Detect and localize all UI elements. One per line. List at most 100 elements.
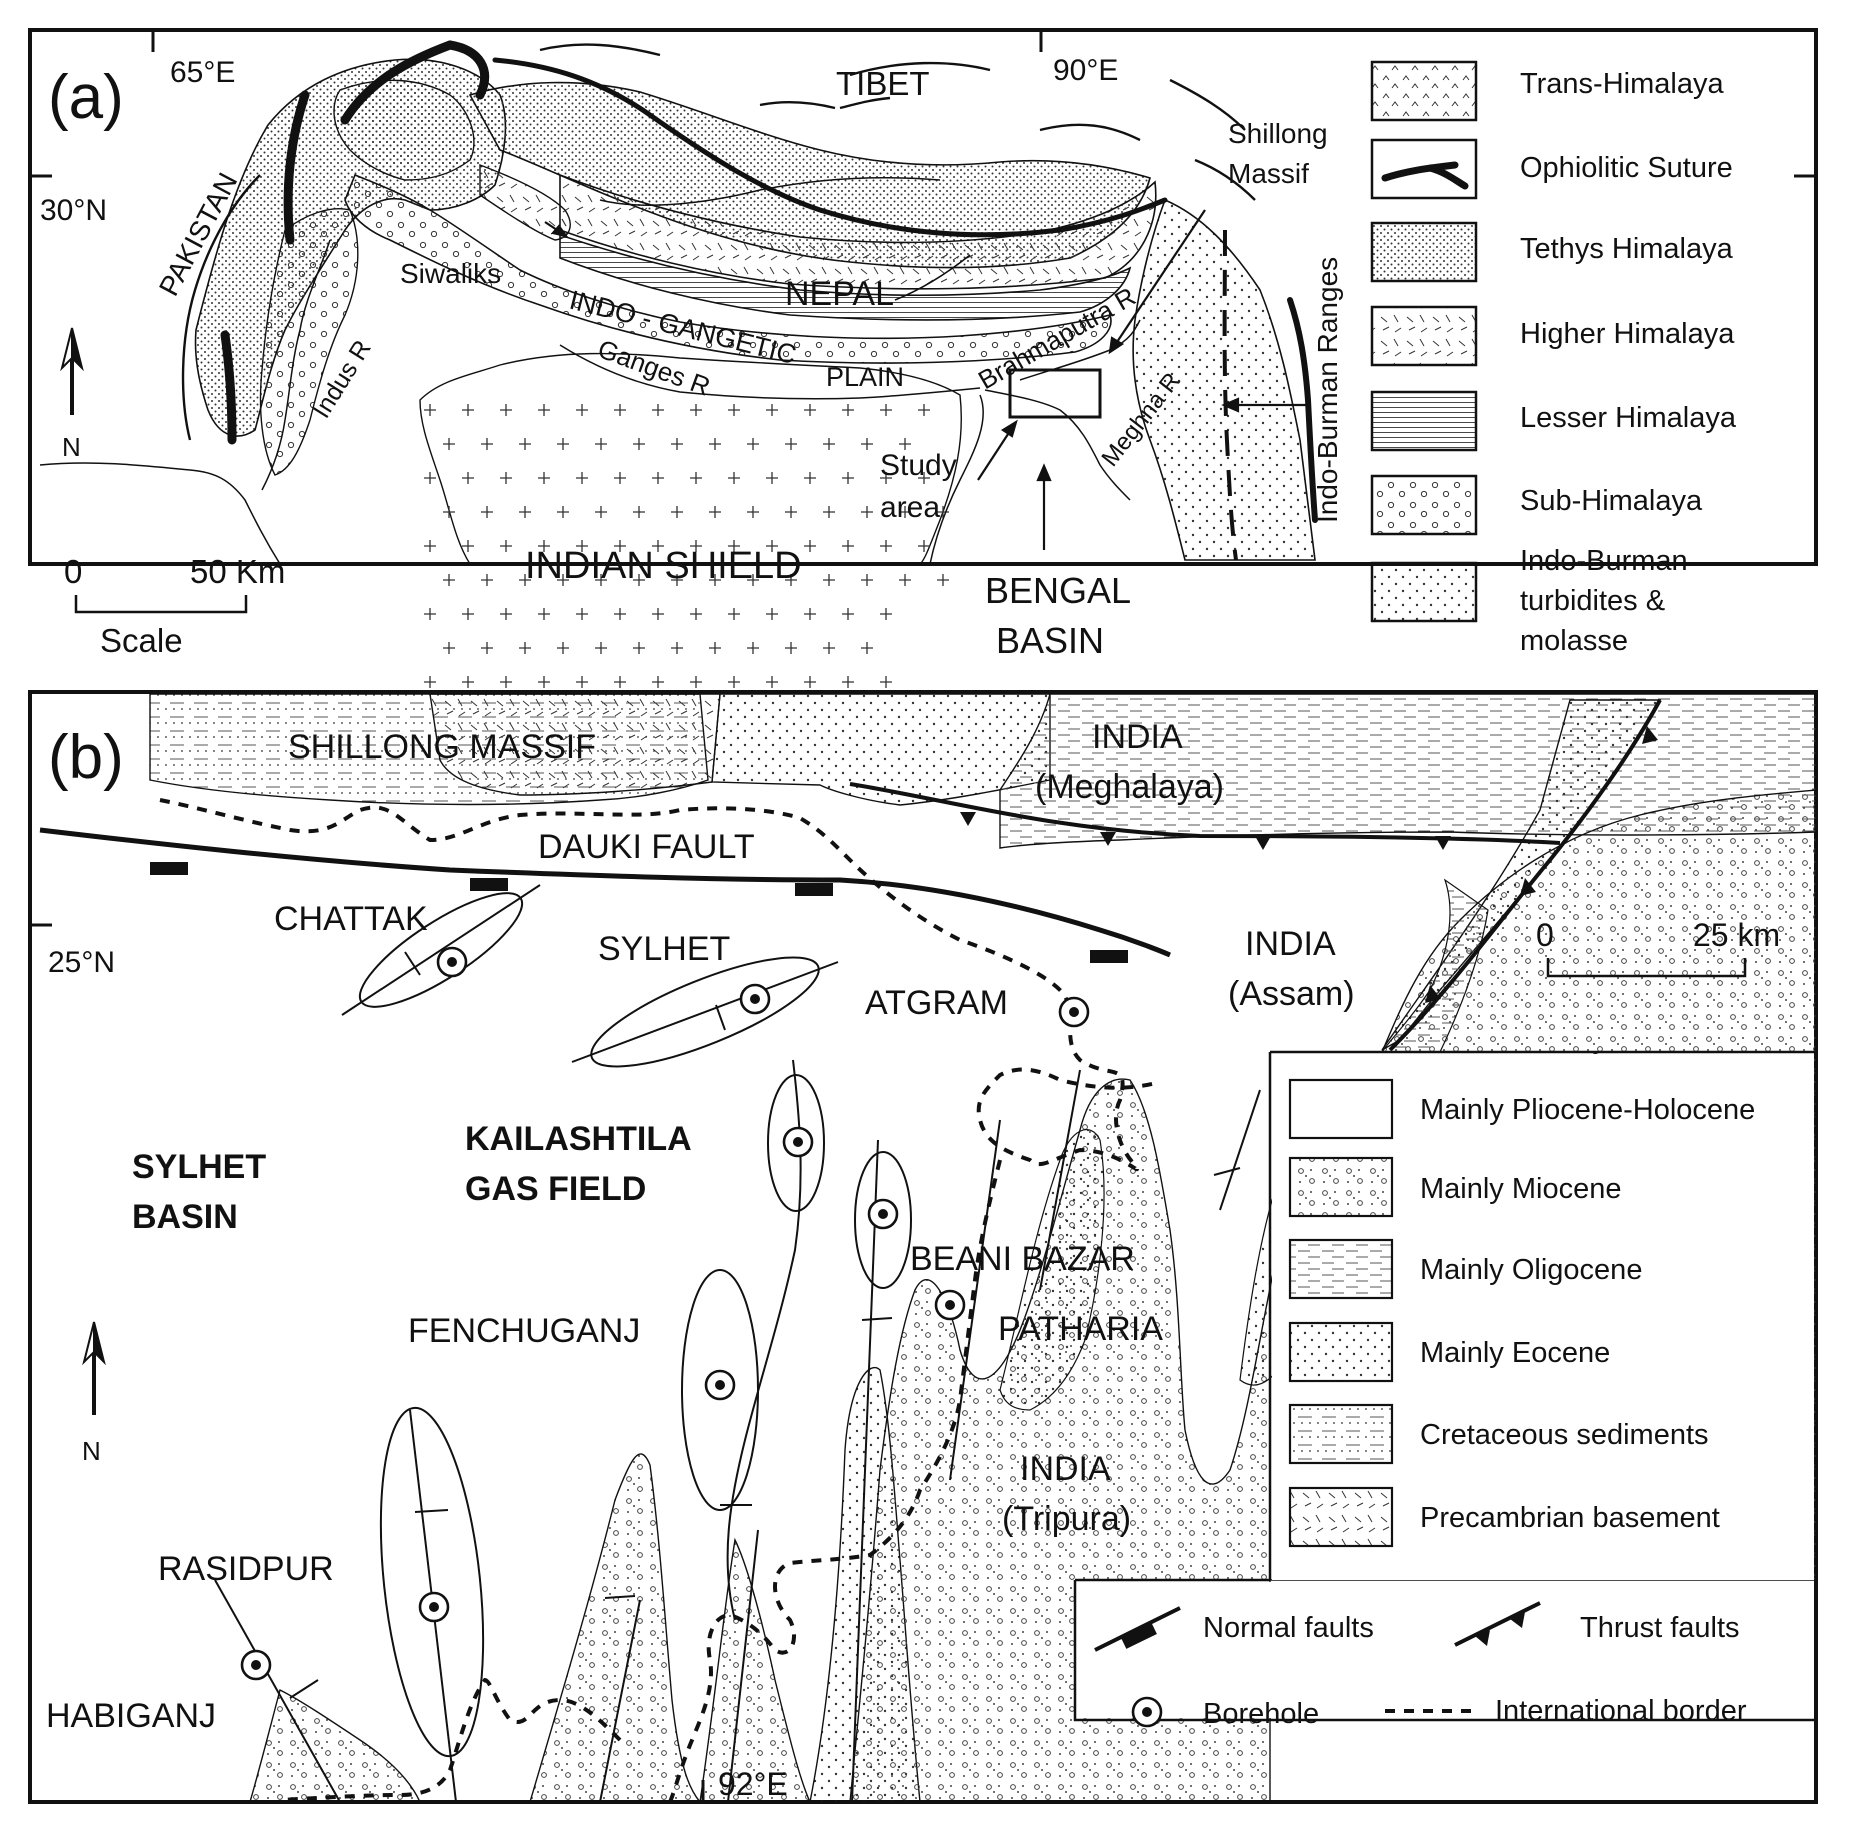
dauki-fault-line [39, 827, 1171, 958]
panel-a-geology [194, 58, 1316, 565]
thrust-faults [849, 699, 1662, 1052]
sylhet-basin-label-1: SYLHET [132, 1148, 266, 1186]
legend-a-label-6b: turbidites & [1520, 585, 1665, 617]
habiganj-axis [214, 1579, 341, 1803]
shield-cross [576, 472, 588, 484]
shield-cross [595, 438, 607, 450]
shield-cross [652, 472, 664, 484]
sub-himalaya [344, 173, 1112, 364]
shield-cross [728, 404, 740, 416]
borehole-beani-bazar-2 [934, 1289, 966, 1321]
shield-cross [500, 472, 512, 484]
anticline-1-tick [604, 1595, 636, 1599]
shield-cross [804, 608, 816, 620]
lat-30-label: 30°N [40, 194, 107, 227]
shield-cross [614, 608, 626, 620]
legend-b-swatch-1 [1288, 1156, 1394, 1218]
shield-cross [652, 404, 664, 416]
shield-cross [861, 506, 873, 518]
legend-a-swatch-suture [1370, 138, 1478, 200]
shield-cross [652, 608, 664, 620]
legend-b-label-1: Mainly Miocene [1420, 1173, 1621, 1205]
scale-b-start: 0 [1536, 917, 1554, 953]
legend-b-swatch-3 [1288, 1321, 1394, 1383]
shield-cross [481, 642, 493, 654]
shield-cross [690, 540, 702, 552]
boreholes [240, 946, 1090, 1681]
shield-cross [728, 676, 740, 688]
bengal-basin-label-1: BENGAL [985, 570, 1131, 611]
north-label-b: N [82, 1436, 101, 1466]
sylhet-axis [571, 961, 839, 1063]
atgram-label: ATGRAM [865, 984, 1008, 1022]
beani-bazar-label: BEANI BAZAR [910, 1240, 1135, 1278]
oligocene-east [1380, 878, 1489, 1053]
shield-cross [633, 642, 645, 654]
legend-a-label-5: Sub-Himalaya [1520, 485, 1703, 517]
borehole-atgram [1058, 996, 1090, 1028]
shield-cross [538, 608, 550, 620]
shield-cross [842, 404, 854, 416]
legend-b-swatch-4 [1288, 1403, 1394, 1465]
shield-cross [519, 642, 531, 654]
shield-cross [728, 472, 740, 484]
shield-cross [500, 676, 512, 688]
panel-a-legend: Trans-Himalaya Ophiolitic Suture Tethys … [1370, 60, 1737, 657]
meghna-river [984, 389, 1131, 501]
tethys-kohistan [333, 79, 475, 181]
shield-cross [899, 506, 911, 518]
shield-cross [614, 404, 626, 416]
meghalaya-label-1: INDIA [1092, 718, 1183, 756]
panel-a: N 0 50 Km Scale (a) 65°E 90°E 30°N TIBET… [28, 28, 1818, 688]
suture-southwest [220, 330, 237, 445]
legend-normal-faults-label: Normal faults [1203, 1612, 1374, 1644]
coast-west [39, 462, 281, 565]
borehole-rasidpur [418, 1591, 450, 1623]
panel-b-north-arrow: N [82, 1321, 106, 1466]
shield-cross [557, 506, 569, 518]
habiganj-tick [289, 1679, 319, 1699]
legend-b-label-4: Cretaceous sediments [1420, 1419, 1709, 1451]
shield-cross [519, 438, 531, 450]
scale-b-end: 25 km [1693, 917, 1780, 953]
indus-tsangpo-suture [492, 57, 1168, 238]
shillong-arrow [1114, 209, 1206, 346]
chaman-fault [181, 174, 261, 441]
shield-cross [576, 608, 588, 620]
thrust-fault-north [849, 782, 1561, 845]
ganges-river [559, 344, 981, 400]
shield-cross [804, 472, 816, 484]
thrust-tooth-7 [1425, 985, 1441, 1003]
legend-b-bg-bottom [1077, 1582, 1814, 1718]
indian-shield-outline [419, 352, 962, 565]
legend-b-swatch-0 [1288, 1078, 1394, 1140]
shillong-arrowhead [1108, 336, 1125, 355]
tripura-label-1: INDIA [1020, 1450, 1111, 1488]
habiganj-label: HABIGANJ [46, 1697, 216, 1735]
shield-cross [899, 574, 911, 586]
shield-cross [785, 642, 797, 654]
legend-a-label-4: Lesser Himalaya [1520, 402, 1737, 434]
tibet-label: TIBET [836, 65, 930, 102]
shield-cross [557, 438, 569, 450]
thrust-fault-east [1388, 699, 1662, 1052]
panel-b-legend: Mainly Pliocene-Holocene Mainly Miocene … [1073, 1050, 1816, 1730]
shield-cross [937, 506, 949, 518]
normal-fault-block-2 [470, 878, 508, 891]
legend-a-suture-mark [1381, 161, 1469, 190]
border-line [894, 254, 971, 301]
north-fault-1 [539, 43, 661, 57]
shield-cross [671, 506, 683, 518]
shield-cross [842, 472, 854, 484]
shield-cross [690, 608, 702, 620]
shield-cross [576, 404, 588, 416]
thrust-tooth-1 [960, 812, 976, 826]
shield-cross [671, 642, 683, 654]
anticline-1 [529, 1453, 702, 1803]
panel-b-tag: (b) [48, 723, 124, 792]
beani-bazar-axis [851, 1139, 879, 1803]
shield-cross [443, 574, 455, 586]
legend-a-swatch-tethys [1370, 221, 1478, 283]
shield-cross [633, 438, 645, 450]
shield-cross [861, 438, 873, 450]
